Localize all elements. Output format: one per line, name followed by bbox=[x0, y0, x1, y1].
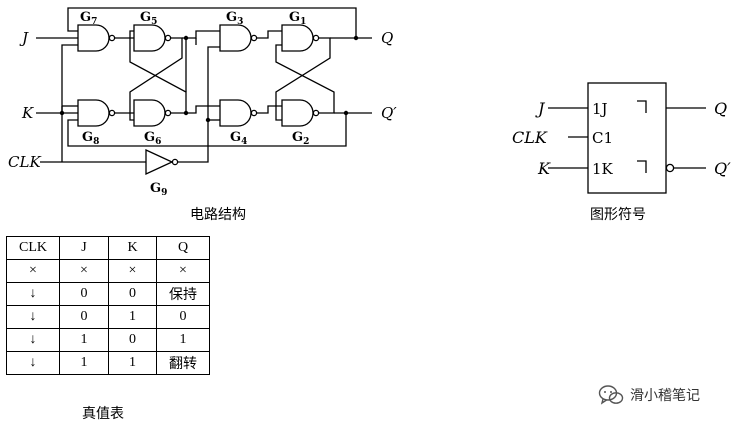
table-row: × × × × bbox=[6, 259, 210, 283]
gate-g4-label: G4 bbox=[230, 130, 247, 147]
gate-g3 bbox=[219, 24, 252, 52]
symbol-qn-bubble bbox=[665, 163, 675, 173]
symbol-diagram: J CLK K 1J C1 1K Q Q′ bbox=[512, 82, 731, 194]
watermark: 滑小稽笔记 bbox=[598, 384, 700, 406]
output-q-label: Q bbox=[381, 29, 393, 47]
bubble-g6 bbox=[164, 109, 172, 117]
gate-g9-label: G9 bbox=[150, 181, 167, 198]
gate-g7 bbox=[77, 24, 110, 52]
symbol-input-clk: CLK bbox=[512, 128, 548, 147]
truth-table: CLK J K Q × × × × ↓ 0 0 保持 ↓ 0 1 0 ↓ 1 0… bbox=[6, 236, 210, 375]
cell-k: 0 bbox=[108, 328, 157, 352]
bubble-g2 bbox=[312, 109, 320, 117]
wire-clk-inv bbox=[178, 46, 220, 163]
gate-g5 bbox=[133, 24, 166, 52]
bubble-g8 bbox=[108, 109, 116, 117]
bubble-g4 bbox=[250, 109, 258, 117]
table-row: ↓ 1 0 1 bbox=[6, 328, 210, 352]
gate-g2-label: G2 bbox=[292, 130, 309, 147]
bubble-g7 bbox=[108, 34, 116, 42]
gate-g2 bbox=[281, 99, 314, 127]
gate-g6-label: G6 bbox=[144, 130, 161, 147]
cell-k: × bbox=[108, 259, 157, 283]
symbol-delay-mark-top bbox=[637, 100, 647, 113]
header-j: J bbox=[59, 236, 109, 260]
circuit-diagram: J K CLK Q Q′ G7 G5 G3 G1 G8 G6 G4 G2 G9 bbox=[8, 7, 397, 198]
cell-q: 翻转 bbox=[156, 351, 210, 375]
cell-j: 0 bbox=[59, 305, 109, 329]
gate-g1-label: G1 bbox=[289, 10, 306, 27]
symbol-pin-1j: 1J bbox=[592, 100, 608, 118]
cell-clk: ↓ bbox=[6, 282, 60, 306]
header-k: K bbox=[108, 236, 157, 260]
cell-k: 1 bbox=[108, 351, 157, 375]
gate-g1 bbox=[281, 24, 314, 52]
symbol-pin-1k: 1K bbox=[592, 160, 614, 178]
input-j-label: J bbox=[19, 29, 29, 47]
cell-j: 1 bbox=[59, 328, 109, 352]
symbol-input-k: K bbox=[537, 159, 551, 178]
bubble-g5 bbox=[164, 34, 172, 42]
gate-g4 bbox=[219, 99, 252, 127]
cell-clk: ↓ bbox=[6, 351, 60, 375]
watermark-text: 滑小稽笔记 bbox=[630, 388, 700, 404]
gate-g3-label: G3 bbox=[226, 10, 243, 27]
cell-j: × bbox=[59, 259, 109, 283]
circuit-caption: 电路结构 bbox=[190, 207, 246, 223]
cell-q: 1 bbox=[156, 328, 210, 352]
bubble-g1 bbox=[312, 34, 320, 42]
header-clk: CLK bbox=[6, 236, 60, 260]
table-row: ↓ 0 1 0 bbox=[6, 305, 210, 329]
cell-q: 保持 bbox=[156, 282, 210, 306]
gate-g8-label: G8 bbox=[82, 130, 99, 147]
cell-q: × bbox=[156, 259, 210, 283]
wire-q-feedback bbox=[67, 7, 357, 38]
cell-k: 1 bbox=[108, 305, 157, 329]
bubble-g9 bbox=[171, 158, 179, 166]
symbol-delay-mark-bottom bbox=[637, 160, 647, 173]
cell-clk: ↓ bbox=[6, 328, 60, 352]
symbol-output-q: Q bbox=[714, 99, 727, 118]
symbol-caption: 图形符号 bbox=[590, 207, 646, 223]
inverter-g9 bbox=[145, 148, 174, 176]
symbol-box bbox=[587, 82, 667, 194]
symbol-input-j: J bbox=[535, 99, 546, 118]
gate-g8 bbox=[77, 99, 110, 127]
cell-clk: ↓ bbox=[6, 305, 60, 329]
input-clk-label: CLK bbox=[8, 153, 41, 171]
header-q: Q bbox=[156, 236, 210, 260]
gate-g6 bbox=[133, 99, 166, 127]
cell-j: 1 bbox=[59, 351, 109, 375]
cell-q: 0 bbox=[156, 305, 210, 329]
symbol-pin-c1: C1 bbox=[592, 129, 613, 147]
wechat-icon bbox=[598, 385, 624, 405]
table-row: ↓ 0 0 保持 bbox=[6, 282, 210, 306]
symbol-output-qn: Q′ bbox=[714, 159, 731, 178]
wire-clk-upper bbox=[61, 44, 78, 162]
truth-table-caption: 真值表 bbox=[82, 406, 124, 422]
truth-table-header: CLK J K Q bbox=[6, 236, 210, 260]
gate-g7-label: G7 bbox=[80, 10, 97, 27]
input-k-label: K bbox=[21, 104, 34, 122]
cell-j: 0 bbox=[59, 282, 109, 306]
table-row: ↓ 1 1 翻转 bbox=[6, 351, 210, 375]
output-qn-label: Q′ bbox=[381, 104, 397, 122]
cell-k: 0 bbox=[108, 282, 157, 306]
bubble-g3 bbox=[250, 34, 258, 42]
cell-clk: × bbox=[6, 259, 60, 283]
wire-qn-feedback bbox=[67, 113, 347, 147]
gate-g5-label: G5 bbox=[140, 10, 157, 27]
